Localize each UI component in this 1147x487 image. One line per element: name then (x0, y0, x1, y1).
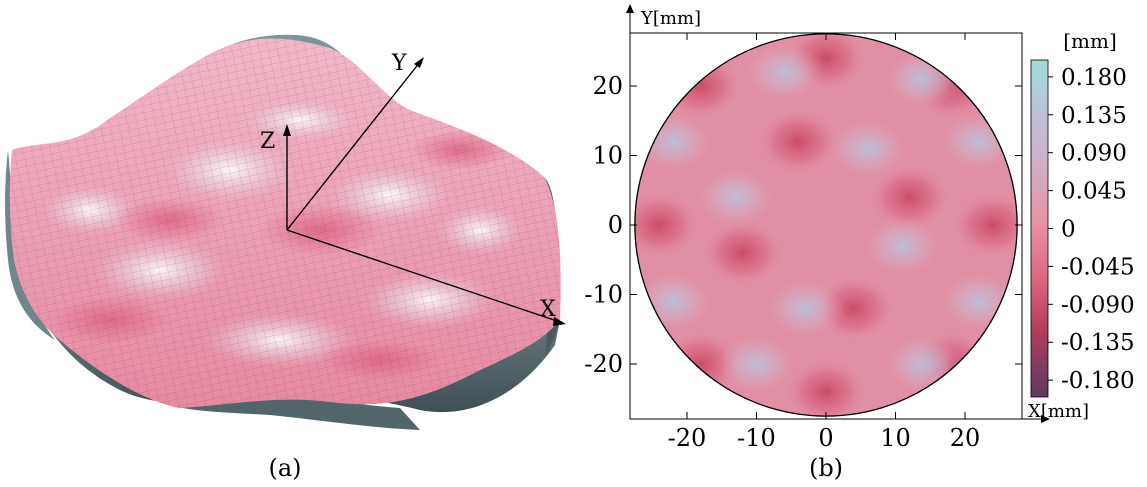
high-spot (827, 118, 908, 179)
panel-b-heatmap: Y[mm] X[mm] -20 -10 0 10 20 20 10 0 -10 -20 [mm]… (584, 4, 1135, 482)
colorbar-tick-label: 0.090 (1061, 141, 1127, 167)
x-axis-line (286, 229, 561, 323)
x-tick-label: 10 (880, 424, 911, 452)
high-spot (883, 49, 964, 110)
x-axis-arrowhead-b (1041, 415, 1050, 423)
x-tick-label: -20 (668, 424, 707, 452)
colorbar-tick-label: -0.180 (1061, 368, 1135, 394)
colorbar-tick-label: 0.180 (1061, 65, 1127, 91)
high-spot (765, 278, 846, 339)
y-axis-title: Y[mm] (640, 8, 701, 29)
y-tick-label: 20 (592, 72, 623, 100)
y-tick-label: 0 (608, 211, 623, 239)
colorbar (1030, 59, 1049, 398)
colorbar-ticks: 0.180 0.135 0.090 0.045 0 -0.045 -0.090 -0.135 -… (1048, 65, 1135, 394)
colorbar-tick-label: -0.090 (1061, 292, 1135, 318)
y-axis-label: Y (391, 51, 407, 76)
colorbar-tick-label: 0.045 (1061, 179, 1127, 205)
y-axis-arrowhead-b (626, 4, 634, 13)
colorbar-tick-label: 0.135 (1061, 103, 1127, 129)
z-axis-arrowhead (283, 124, 291, 136)
colorbar-tick-label: 0 (1061, 217, 1076, 243)
colorbar-tick-label: -0.135 (1061, 330, 1135, 356)
high-spot (938, 271, 1018, 332)
x-axis-label: X (540, 297, 556, 322)
high-spot (744, 42, 825, 103)
low-spot (634, 191, 702, 259)
surface-left-wall (5, 150, 55, 340)
x-tick-label: 0 (818, 424, 833, 452)
low-spot (700, 218, 785, 287)
panel-b-caption: (b) (809, 454, 843, 482)
low-spot (950, 191, 1018, 259)
colorbar-unit: [mm] (1063, 29, 1117, 53)
low-spot (658, 52, 743, 120)
x-tick-label: 20 (950, 424, 981, 452)
low-spot (756, 107, 841, 176)
high-spot (862, 215, 943, 276)
y-tick-label: -10 (584, 281, 623, 309)
contour-disc (634, 33, 1018, 417)
y-axis-line (286, 61, 421, 231)
low-spot (784, 357, 868, 417)
z-axis-label: Z (260, 129, 275, 154)
panel-a-axes (286, 61, 561, 323)
colorbar-tick-label: -0.045 (1061, 254, 1135, 280)
y-ticks: 20 10 0 -10 -20 (584, 72, 1022, 378)
high-spot (883, 334, 964, 394)
low-spot (867, 163, 952, 232)
y-axis-arrowhead (414, 57, 424, 68)
high-spot (634, 271, 714, 332)
x-axis-title: X[mm] (1028, 401, 1089, 422)
y-tick-label: -20 (584, 350, 623, 378)
x-tick-label: -10 (737, 424, 776, 452)
panel-a-surface: Z Y X (a) (5, 34, 566, 482)
panel-a-caption: (a) (268, 454, 301, 482)
x-ticks: -20 -10 0 10 20 (668, 33, 981, 452)
x-axis-arrowhead (553, 317, 566, 326)
high-spot (716, 334, 797, 394)
high-spot (695, 167, 776, 228)
y-tick-label: 10 (592, 142, 623, 170)
